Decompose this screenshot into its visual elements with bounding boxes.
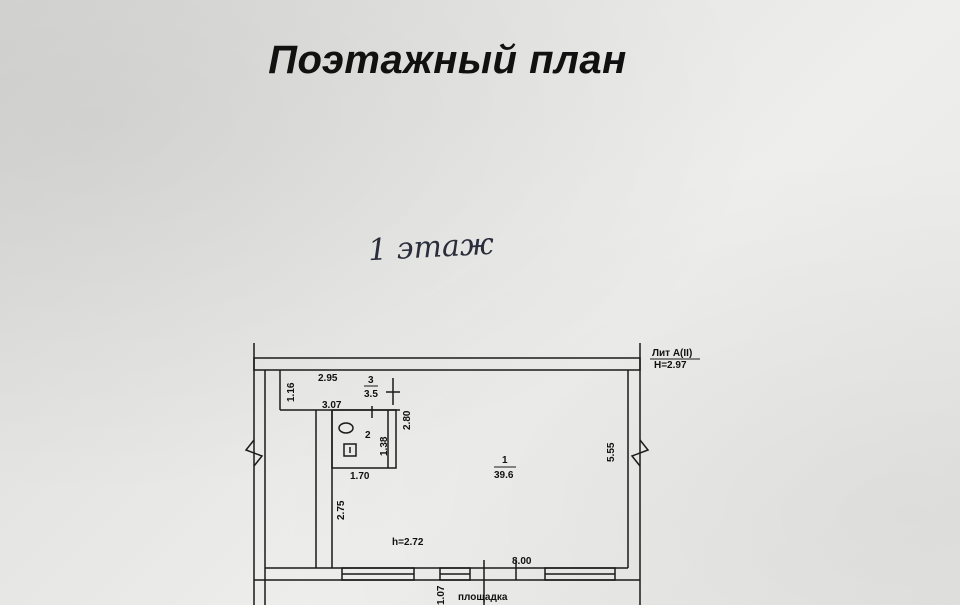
- height-label: H=2.97: [654, 360, 687, 371]
- top-wall: [253, 357, 641, 371]
- dim-307: 3.07: [322, 400, 342, 411]
- room-3-number: 3: [368, 375, 374, 386]
- dim-138: 1.38: [379, 436, 390, 456]
- room-1-area: 39.6: [494, 470, 514, 481]
- page-title: Поэтажный план: [268, 38, 627, 82]
- room-2-number: 2: [365, 430, 371, 441]
- dim-275: 2.75: [336, 500, 347, 520]
- platform-label: площадка: [458, 592, 508, 603]
- dim-280: 2.80: [402, 410, 413, 430]
- sink-icon: [343, 443, 357, 457]
- toilet-icon: [338, 422, 354, 434]
- break-mark-right: [630, 439, 650, 467]
- break-mark-left: [244, 439, 264, 467]
- litera-label: Лит А(II): [652, 348, 692, 359]
- dim-116: 1.16: [286, 382, 297, 402]
- dim-107: 1.07: [436, 585, 447, 605]
- room-1-number: 1: [502, 455, 508, 466]
- ceiling-height: h=2.72: [392, 537, 424, 548]
- dim-170: 1.70: [350, 471, 370, 482]
- dim-800: 8.00: [512, 556, 532, 567]
- dim-555: 5.55: [606, 442, 617, 462]
- room-3-area: 3.5: [364, 389, 378, 400]
- dim-295: 2.95: [318, 373, 338, 384]
- room-2-walls: [331, 409, 397, 469]
